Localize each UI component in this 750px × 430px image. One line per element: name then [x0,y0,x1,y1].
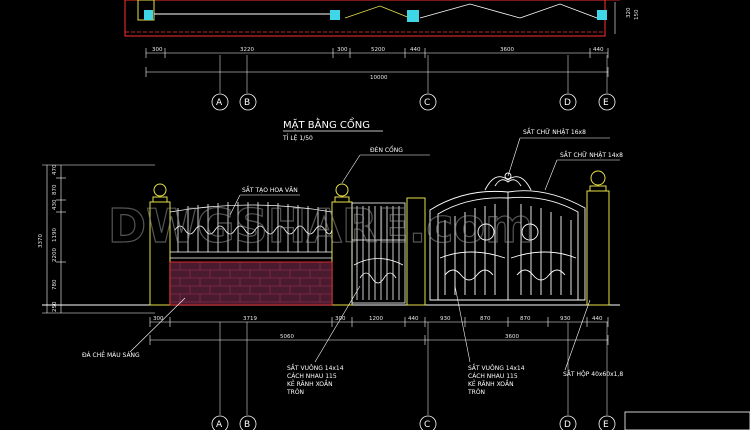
elev-dim-300b: 300 [335,316,346,322]
plan-axis-lines [219,55,608,93]
plan-axis-d: D [564,98,571,108]
plan-axis-c: C [424,98,430,108]
plan-dim-total: 10000 [370,75,388,81]
callout-sat-tao-hoa-van: SẮT TẠO HOA VĂN [242,186,298,194]
elev-axis-a: A [216,420,223,430]
pillar-left [149,183,171,306]
callout-sat-vuong-2: SẮT VUÔNG 14x14 CÁCH NHAU 115 KẺ RÃNH XO… [467,364,525,396]
elev-axis-b: B [244,420,250,430]
elev-axis-c: C [424,420,430,430]
main-gate [429,172,586,301]
callout-sat-chu-nhat-16x8: SẮT CHỮ NHẬT 16x8 [523,128,586,136]
title-block-corner [624,411,750,430]
sv2-line-1: SẮT VUÔNG 14x14 [468,364,525,372]
sv2-line-3: KẺ RÃNH XOẮN [468,380,514,388]
left-dim-470: 470 [52,164,58,175]
elev-dim-870a: 870 [480,316,491,322]
plan-dim-3220: 3220 [240,47,254,53]
elevation-scale: TỈ LỆ 1/50 [282,134,313,142]
plan-gate-swing-small [344,5,411,19]
plan-axis-e: E [603,98,609,108]
left-dim-430: 430 [52,199,58,210]
plan-outline [124,0,606,37]
sv1-line-1: SẮT VUÔNG 14x14 [287,364,344,372]
left-dim-1190: 1190 [52,228,58,242]
plan-axis-a: A [216,98,223,108]
plan-title: MẶT BẰNG CỔNG [283,116,370,131]
callout-sat-vuong-1: SẮT VUÔNG 14x14 CÁCH NHAU 115 KẺ RÃNH XO… [286,364,344,396]
elev-axis-e: E [603,420,609,430]
left-dim-strip [42,164,155,314]
elevation-view: 470 870 430 1190 3370 2200 780 250 [38,128,750,430]
left-dim-780: 780 [52,279,58,290]
elevation-axis-bubbles [211,415,616,430]
plan-right-dim-1: 320 [626,7,632,18]
elev-dim-930b: 930 [560,316,571,322]
pillar-c [406,197,426,306]
callout-sat-hop: SẮT HỘP 40x60x1,8 [563,370,623,378]
left-dim-250: 250 [52,301,58,312]
elev-dim-3600: 3600 [505,334,519,340]
elev-dim-300a: 300 [153,316,164,322]
callout-leaders [129,137,620,371]
pillar-right [586,170,610,306]
plan-right-dim-2: 150 [634,9,640,20]
elev-dim-440b: 440 [592,316,603,322]
elev-dim-3719: 3719 [243,316,257,322]
plan-dim-300b: 300 [337,47,348,53]
callout-sat-chu-nhat-14x8: SẮT CHỮ NHẬT 14x8 [560,151,623,159]
left-dim-2200: 2200 [52,248,58,262]
plan-dim-3600: 3600 [500,47,514,53]
plan-pillar-a [144,10,153,20]
left-dim-870: 870 [52,184,58,195]
plan-pillar-d [597,10,607,20]
plan-pillar-c [407,10,419,22]
elev-dim-930a: 930 [440,316,451,322]
plan-gate-swing-main [419,3,598,19]
sv1-line-2: CÁCH NHAU 115 [287,373,337,380]
plan-pillar-b [330,10,340,20]
sv1-line-4: TRÒN [286,389,304,396]
elev-dim-5060: 5060 [280,334,294,340]
plan-dim-chain [145,48,609,77]
elev-dim-1200: 1200 [369,316,383,322]
elevation-dim-chain [149,317,609,345]
elevation-axis-lines [219,322,608,415]
sv1-line-3: KẺ RÃNH XOẮN [287,380,333,388]
elev-axis-d: D [564,420,571,430]
pedestrian-gate [351,202,406,304]
sv2-line-4: TRÒN [467,389,485,396]
plan-right-dims: 320 150 [614,2,640,34]
callout-da-che: ĐÁ CHẺ MÀU SÁNG [82,351,140,359]
watermark-logo: DWGSHARE.com [108,199,533,253]
plan-axis-bubbles [211,93,616,111]
stone-base-wall [169,261,333,306]
left-dim-3370: 3370 [38,234,44,248]
plan-axis-b: B [244,98,250,108]
elev-dim-440a: 440 [408,316,419,322]
plan-dim-440a: 440 [410,47,421,53]
plan-view: 320 150 300 3220 300 5200 440 3600 440 1… [124,0,640,111]
decorative-fence-panel [169,202,333,259]
callout-den-cong: ĐÈN CỔNG [370,146,403,154]
plan-dim-300a: 300 [152,47,163,53]
plan-dim-440b: 440 [593,47,604,53]
plan-dim-5200: 5200 [371,47,385,53]
sv2-line-2: CÁCH NHAU 115 [468,373,518,380]
elev-dim-870b: 870 [520,316,531,322]
